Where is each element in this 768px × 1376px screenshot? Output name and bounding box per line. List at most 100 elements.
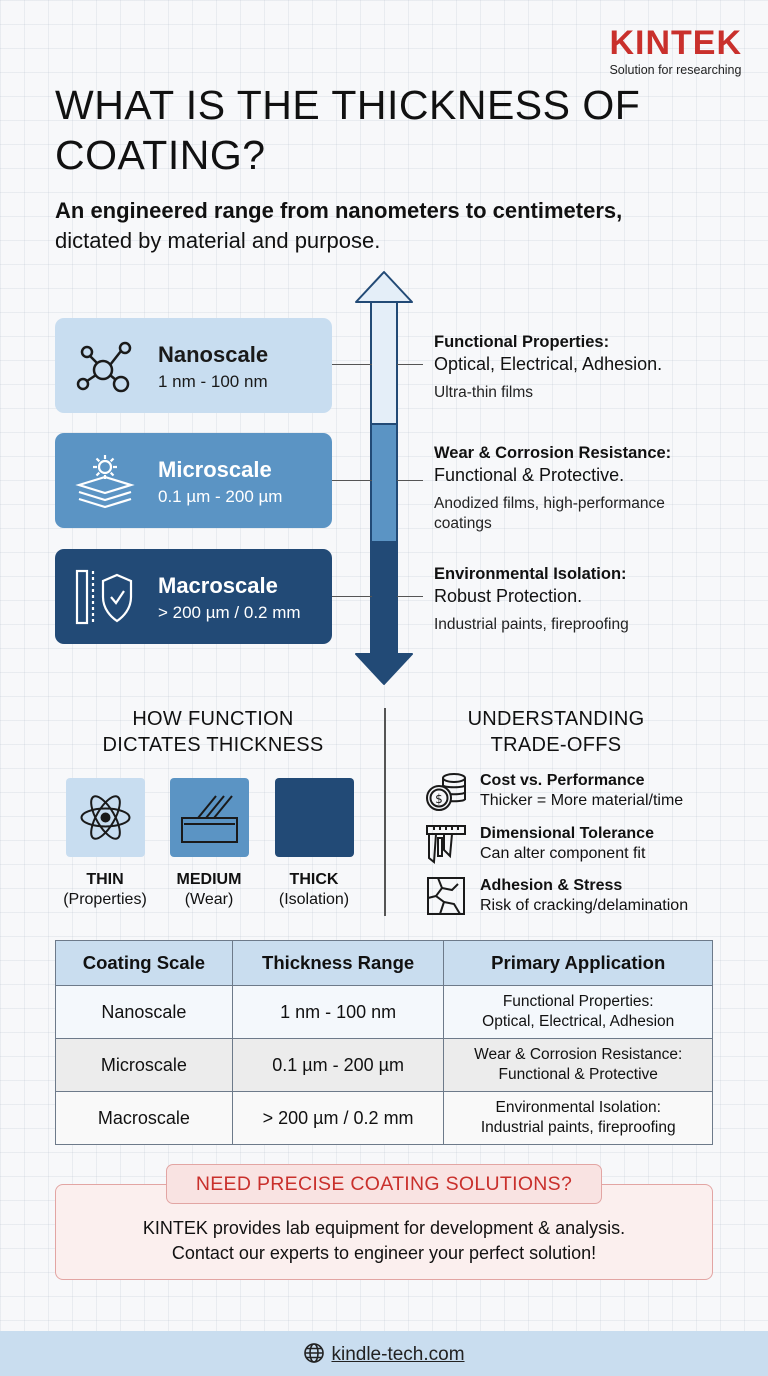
- footer-url[interactable]: kindle-tech.com: [331, 1344, 465, 1365]
- scratched-surface-icon: [181, 795, 238, 843]
- table-cell: Functional Properties: Optical, Electric…: [443, 985, 713, 1039]
- brand-name: KINTEK: [609, 24, 742, 62]
- connector-micro-right: [397, 480, 423, 481]
- brand-logo: KINTEK Solution for researching: [609, 26, 742, 77]
- table-cell: > 200 µm / 0.2 mm: [231, 1091, 445, 1145]
- brand-tagline: Solution for researching: [609, 63, 742, 77]
- property-title: Wear & Corrosion Resistance:: [434, 444, 672, 462]
- tradeoff-desc: Risk of cracking/delamination: [480, 897, 689, 914]
- property-nanoscale: Functional Properties: Optical, Electric…: [434, 333, 754, 403]
- thin-label-sub: (Properties): [63, 891, 147, 908]
- tradeoff-title: Adhesion & Stress: [480, 877, 623, 894]
- table-cell-line: Wear & Corrosion Resistance:: [474, 1046, 683, 1063]
- table-cell-line: Industrial paints, fireproofing: [480, 1119, 676, 1136]
- footer-link[interactable]: kindle-tech.com: [0, 1342, 768, 1366]
- connector-nano-left: [332, 364, 372, 365]
- thick-label-sub: (Isolation): [278, 891, 350, 908]
- table-cell: Nanoscale: [55, 985, 233, 1039]
- subtitle-bold: An engineered range from nanometers to c…: [55, 198, 623, 223]
- connector-macro-left: [332, 596, 372, 597]
- property-line: Robust Protection.: [434, 586, 583, 606]
- scale-name: Nanoscale: [158, 342, 269, 367]
- thickness-scale-arrow: [355, 271, 413, 685]
- coating-scale-table: Coating Scale Thickness Range Primary Ap…: [55, 940, 713, 1145]
- scale-card-macroscale: Macroscale > 200 µm / 0.2 mm: [55, 549, 332, 644]
- scale-range: > 200 µm / 0.2 mm: [158, 603, 301, 622]
- solid-block-icon: [275, 778, 354, 857]
- shield-panel-icon: [75, 569, 133, 625]
- table-cell: Microscale: [55, 1038, 233, 1092]
- table-cell-line: Optical, Electrical, Adhesion: [482, 1013, 675, 1030]
- connector-micro-left: [332, 480, 372, 481]
- medium-label-title: MEDIUM: [176, 871, 242, 888]
- thick-label-title: THICK: [289, 871, 339, 888]
- tradeoff-dimensional: Dimensional Tolerance Can alter componen…: [480, 825, 740, 863]
- property-desc: Industrial paints, fireproofing: [434, 616, 629, 633]
- function-title-line2: DICTATES THICKNESS: [102, 734, 324, 756]
- medium-label: MEDIUM (Wear): [149, 870, 269, 910]
- table-cell-line: Functional Properties:: [502, 993, 654, 1010]
- thin-label: THIN (Properties): [45, 870, 165, 910]
- layers-gear-icon: [75, 455, 135, 509]
- cracked-surface-icon: [427, 877, 465, 915]
- table-cell-line: Environmental Isolation:: [495, 1099, 661, 1116]
- table-header: Primary Application: [443, 940, 713, 986]
- thin-label-title: THIN: [86, 871, 124, 888]
- property-title: Functional Properties:: [434, 333, 610, 351]
- page-title: WHAT IS THE THICKNESS OF COATING?: [55, 82, 641, 178]
- function-section-title: HOW FUNCTION DICTATES THICKNESS: [55, 706, 371, 758]
- property-line: Optical, Electrical, Adhesion.: [434, 354, 663, 374]
- cta-line2: Contact our experts to engineer your per…: [171, 1243, 597, 1263]
- cta-label: NEED PRECISE COATING SOLUTIONS?: [166, 1164, 602, 1204]
- function-title-line1: HOW FUNCTION: [132, 708, 294, 730]
- table-cell: Wear & Corrosion Resistance: Functional …: [443, 1038, 713, 1092]
- tradeoff-desc: Thicker = More material/time: [480, 792, 684, 809]
- scale-card-microscale: Microscale 0.1 µm - 200 µm: [55, 433, 332, 528]
- tradeoff-desc: Can alter component fit: [480, 845, 646, 862]
- tradeoff-cost: Cost vs. Performance Thicker = More mate…: [480, 772, 740, 810]
- thick-label: THICK (Isolation): [254, 870, 374, 910]
- tradeoffs-title-line2: TRADE-OFFS: [490, 734, 622, 756]
- globe-icon: [304, 1343, 325, 1363]
- tradeoff-title: Cost vs. Performance: [480, 772, 645, 789]
- table-cell: 0.1 µm - 200 µm: [231, 1038, 445, 1092]
- thick-box: [275, 778, 354, 857]
- medium-box: [170, 778, 249, 857]
- connector-nano-right: [397, 364, 423, 365]
- caliper-icon: [426, 825, 466, 864]
- table-cell: Environmental Isolation: Industrial pain…: [443, 1091, 713, 1145]
- scale-range: 0.1 µm - 200 µm: [158, 487, 283, 506]
- coins-icon: $: [426, 773, 466, 811]
- tradeoff-title: Dimensional Tolerance: [480, 825, 654, 842]
- table-header: Thickness Range: [231, 940, 445, 986]
- tradeoff-adhesion: Adhesion & Stress Risk of cracking/delam…: [480, 877, 740, 915]
- tradeoffs-section-title: UNDERSTANDING TRADE-OFFS: [400, 706, 712, 758]
- tradeoffs-title-line1: UNDERSTANDING: [467, 708, 645, 730]
- scale-range: 1 nm - 100 nm: [158, 372, 268, 391]
- thin-box: [66, 778, 145, 857]
- table-cell-line: Functional & Protective: [498, 1066, 658, 1083]
- footer: kindle-tech.com: [0, 1331, 768, 1376]
- cta-line1: KINTEK provides lab equipment for develo…: [142, 1218, 626, 1238]
- table-header-row: Coating Scale Thickness Range Primary Ap…: [55, 940, 713, 986]
- molecule-icon: [76, 341, 132, 393]
- subtitle-regular: dictated by material and purpose.: [55, 228, 381, 253]
- property-desc: Anodized films, high-performance coating…: [434, 495, 665, 532]
- property-line: Functional & Protective.: [434, 465, 625, 485]
- section-divider: [384, 708, 386, 916]
- connector-macro-right: [397, 596, 423, 597]
- property-macroscale: Environmental Isolation: Robust Protecti…: [434, 565, 754, 635]
- scale-name: Microscale: [158, 457, 272, 482]
- scale-name: Macroscale: [158, 573, 278, 598]
- scale-card-nanoscale: Nanoscale 1 nm - 100 nm: [55, 318, 332, 413]
- atom-icon: [80, 795, 131, 840]
- table-cell: 1 nm - 100 nm: [231, 985, 445, 1039]
- svg-text:$: $: [435, 792, 443, 806]
- table-row: Nanoscale 1 nm - 100 nm Functional Prope…: [55, 985, 713, 1039]
- table-row: Macroscale > 200 µm / 0.2 mm Environment…: [55, 1091, 713, 1145]
- table-row: Microscale 0.1 µm - 200 µm Wear & Corros…: [55, 1038, 713, 1092]
- medium-label-sub: (Wear): [184, 891, 234, 908]
- property-title: Environmental Isolation:: [434, 565, 627, 583]
- property-microscale: Wear & Corrosion Resistance: Functional …: [434, 444, 754, 534]
- property-desc: Ultra-thin films: [434, 384, 534, 401]
